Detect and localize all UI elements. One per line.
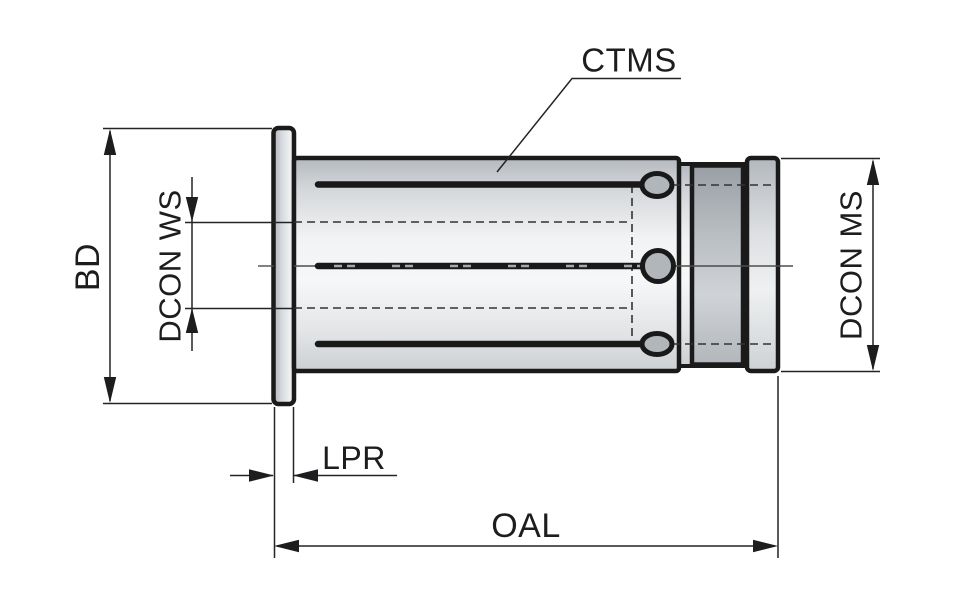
label-ctms: CTMS [581, 41, 677, 79]
dimension-bd [103, 127, 272, 405]
slot-top-relief-hole [639, 171, 675, 199]
bd-arrow-down [103, 377, 117, 403]
part-end-cap [744, 155, 781, 374]
oal-extension-lines [273, 376, 779, 558]
label-dcon-ws: DCON WS [152, 189, 188, 343]
dcon-ws-arrow-down [185, 197, 199, 222]
part-flange [271, 125, 297, 407]
part-groove [689, 163, 746, 367]
bd-arrow-up [103, 129, 117, 155]
oal-arrow-left [274, 539, 299, 553]
bd-extension-lines [103, 127, 272, 405]
ctms-leader-line [496, 77, 681, 173]
dimension-dcon-ms [781, 157, 880, 373]
label-lpr: LPR [322, 440, 386, 476]
collet-slots [314, 171, 676, 357]
dcon-ms-arrow-up [866, 159, 880, 185]
dcon-ws-extension-lines [185, 221, 292, 310]
label-dcon-ms: DCON MS [833, 190, 869, 340]
oal-arrow-right [753, 539, 778, 553]
lpr-arrow-left [293, 469, 318, 482]
dcon-ms-extension-lines [781, 157, 880, 373]
dimension-dcon-ws [185, 177, 292, 351]
slot-bottom-relief-hole [639, 331, 675, 357]
dcon-ws-arrow-up [185, 308, 199, 333]
lpr-arrow-right [249, 469, 274, 482]
slot-middle-relief-hole [640, 248, 676, 284]
label-bd: BD [69, 242, 107, 292]
dimension-lpr [230, 407, 397, 483]
dimension-oal [273, 376, 779, 558]
dcon-ms-arrow-down [866, 345, 880, 371]
label-oal: OAL [491, 507, 561, 545]
